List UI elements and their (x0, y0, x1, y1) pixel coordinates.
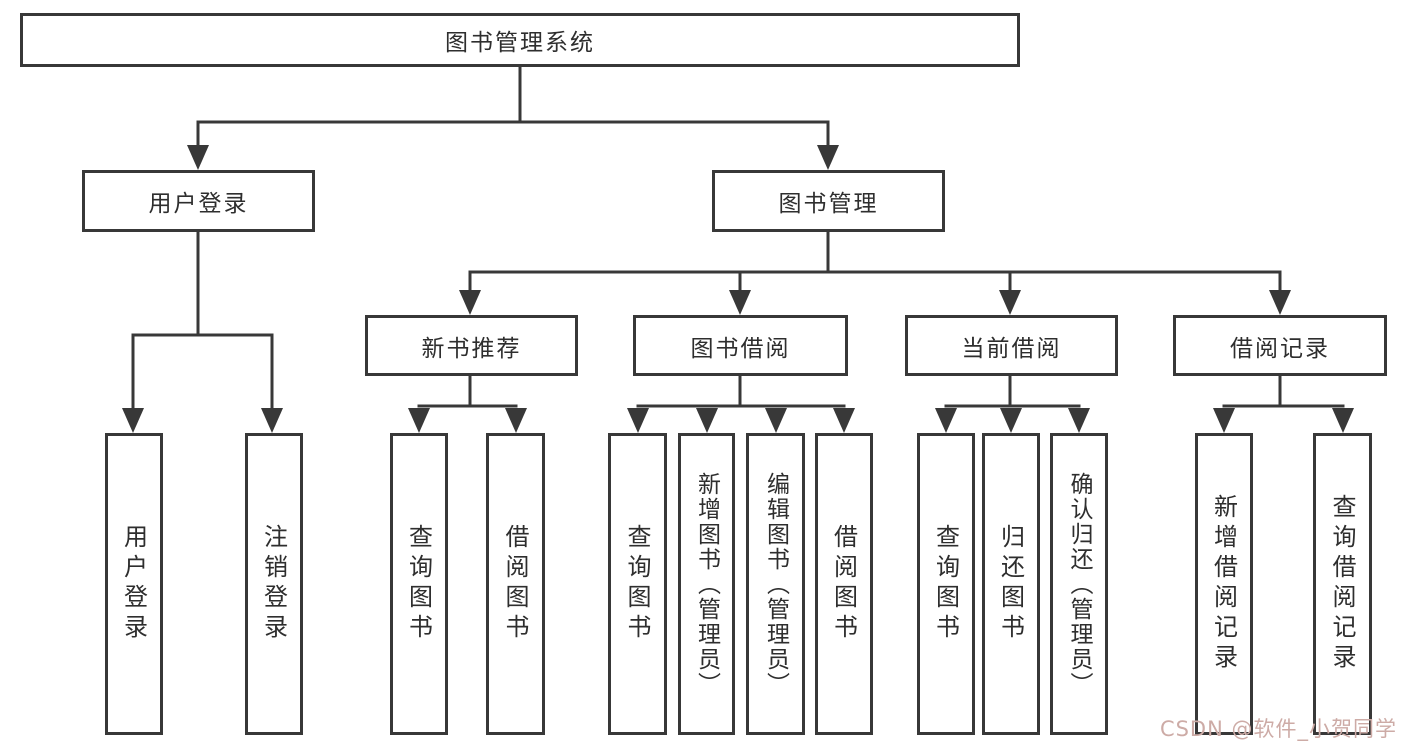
leaf-label: 借阅图书 (501, 524, 529, 644)
leaf-label: 新增借阅记录 (1209, 494, 1238, 674)
leaf-edit-books-admin: 编辑图书（管理员） (746, 433, 805, 735)
leaf-label: 查询图书 (623, 524, 651, 644)
leaf-label: 编辑图书（管理员） (762, 471, 789, 697)
node-label: 借阅记录 (1230, 335, 1330, 362)
leaf-query-books: 查询图书 (390, 433, 448, 735)
node-current-borrowing: 当前借阅 (905, 315, 1118, 376)
leaf-borrow-books: 借阅图书 (815, 433, 873, 735)
leaf-return-books: 归还图书 (982, 433, 1040, 735)
root-node-label: 图书管理系统 (445, 30, 595, 56)
csdn-watermark: CSDN @软件_小贺同学 (1159, 717, 1397, 741)
leaf-query-books: 查询图书 (917, 433, 975, 735)
leaf-query-books: 查询图书 (608, 433, 667, 735)
leaf-label: 查询图书 (931, 524, 960, 644)
leaf-confirm-return-admin: 确认归还（管理员） (1050, 433, 1108, 735)
leaf-borrow-books: 借阅图书 (486, 433, 545, 735)
leaf-add-books-admin: 新增图书（管理员） (678, 433, 735, 735)
leaf-add-borrow-record: 新增借阅记录 (1195, 433, 1253, 735)
leaf-label: 用户登录 (119, 524, 148, 644)
leaf-label: 新增图书（管理员） (693, 471, 720, 697)
leaf-label: 查询图书 (404, 524, 433, 644)
leaf-label: 归还图书 (996, 524, 1025, 644)
leaf-label: 借阅图书 (829, 524, 858, 644)
node-new-book-recommend: 新书推荐 (365, 315, 578, 376)
node-label: 图书借阅 (690, 335, 791, 362)
node-book-borrowing: 图书借阅 (633, 315, 848, 376)
node-label: 当前借阅 (961, 335, 1062, 362)
node-label: 图书管理 (778, 191, 879, 217)
node-user-login: 用户登录 (82, 170, 315, 232)
leaf-label: 查询借阅记录 (1328, 494, 1356, 674)
node-label: 用户登录 (148, 191, 249, 217)
leaf-label: 注销登录 (259, 524, 288, 644)
root-node-system: 图书管理系统 (20, 13, 1020, 67)
leaf-user-login: 用户登录 (105, 433, 163, 735)
leaf-label: 确认归还（管理员） (1066, 471, 1092, 697)
node-borrowing-records: 借阅记录 (1173, 315, 1387, 376)
leaf-query-borrow-record: 查询借阅记录 (1313, 433, 1372, 735)
node-book-management: 图书管理 (712, 170, 945, 232)
leaf-logout: 注销登录 (245, 433, 303, 735)
node-label: 新书推荐 (421, 335, 522, 362)
